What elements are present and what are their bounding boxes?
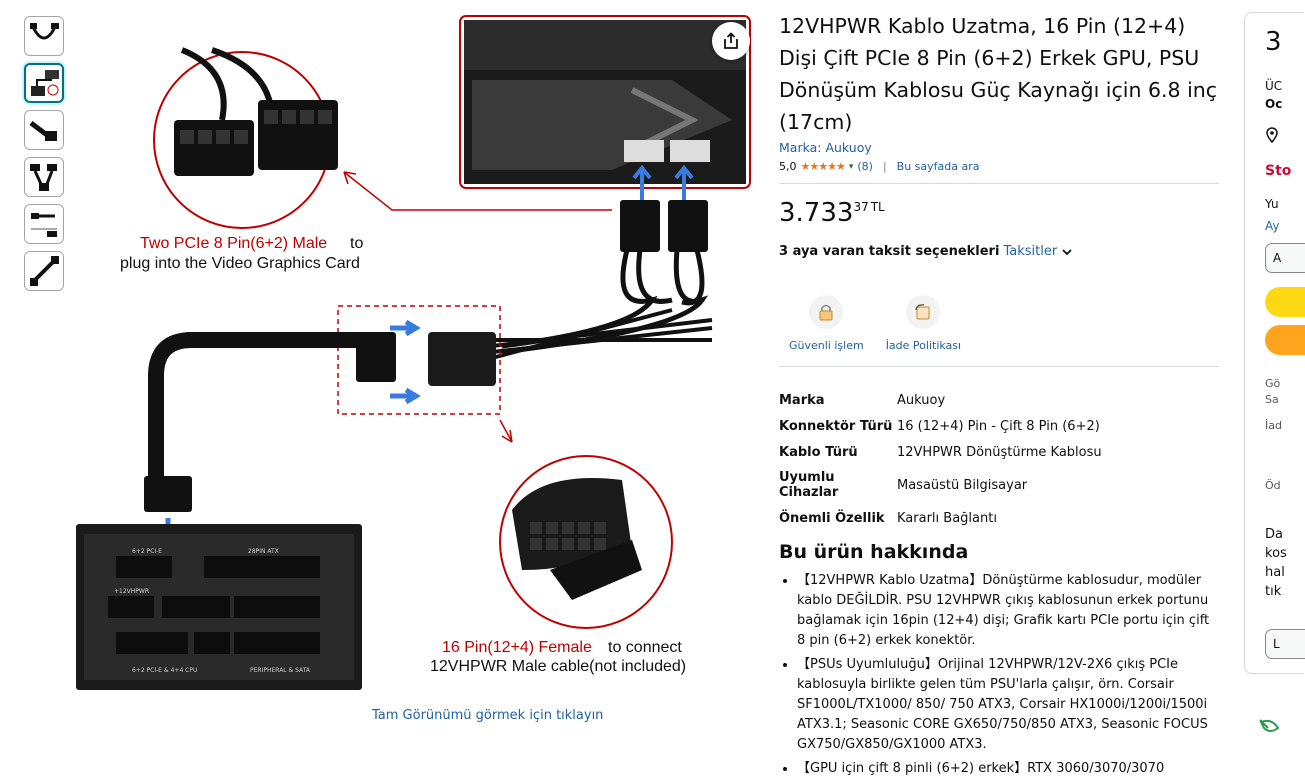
installment-text: 3 aya varan taksit seçenekleri (779, 244, 1000, 259)
buybox-text-1: Da (1265, 527, 1283, 542)
spec-row: Uyumlu Cihazlar Masaüstü Bilgisayar (779, 465, 1102, 505)
chevron-down-icon[interactable] (1061, 246, 1073, 258)
product-title: 12VHPWR Kablo Uzatma, 16 Pin (12+4) Dişi… (779, 14, 1218, 134)
spec-key: Önemli Özellik (779, 510, 885, 526)
buybox-info-4: Öd (1265, 479, 1281, 492)
dimension-thumb-icon (31, 213, 57, 237)
spec-value: Aukuoy (897, 392, 946, 408)
thumbnail-4[interactable] (24, 157, 64, 197)
price-currency: TL (870, 200, 885, 214)
list-select[interactable]: L (1265, 629, 1305, 659)
caption-top-line2: plug into the Video Graphics Card (120, 255, 360, 272)
caption-top-to: to (350, 235, 363, 252)
psu-label-12vhpwr: +12VHPWR (114, 588, 149, 595)
buybox-text-4: tık (1265, 584, 1282, 599)
location-icon[interactable] (1265, 127, 1279, 146)
buybox-line2: Oc (1265, 97, 1283, 111)
list-item: 【PSUs Uyumluluğu】Orijinal 12VHPWR/12V-2X… (797, 655, 1219, 755)
price-fraction: 37 (853, 200, 869, 214)
buybox-price: 3 (1265, 27, 1282, 57)
diagram-thumb-icon (31, 70, 59, 96)
psu-label-atx: 28PIN ATX (248, 548, 279, 555)
search-page-link[interactable]: Bu sayfada ara (896, 160, 980, 173)
list-item: 【12VHPWR Kablo Uzatma】Dönüştürme kablosu… (797, 571, 1219, 651)
spec-value: 12VHPWR Dönüştürme Kablosu (897, 444, 1102, 460)
spec-row: Marka Aukuoy (779, 387, 1102, 413)
divider: | (882, 160, 887, 173)
product-info: 12VHPWR Kablo Uzatma, 16 Pin (12+4) Dişi… (779, 10, 1219, 783)
thumbnail-1[interactable] (24, 16, 64, 56)
price: 3.733 37 TL (779, 198, 1219, 228)
badge-return-policy[interactable]: İade Politikası (886, 295, 961, 352)
thumbnail-6[interactable] (24, 251, 64, 291)
installment-row: 3 aya varan taksit seçenekleri Taksitler (779, 244, 1219, 259)
lock-icon (809, 295, 844, 329)
list-item: 【GPU için çift 8 pinli (6+2) erkek】RTX 3… (797, 759, 1219, 779)
full-view-link[interactable]: Tam Görünümü görmek için tıklayın (372, 708, 604, 723)
spec-key: Kablo Türü (779, 444, 858, 460)
rating-count-link[interactable]: (8) (857, 160, 873, 173)
buybox-info-3: İad (1265, 419, 1282, 432)
badge-label: Güvenli işlem (789, 339, 864, 352)
rating-row: 5,0 ★★★★★ ▾ (8) | Bu sayfada ara (779, 160, 1219, 173)
connector-thumb-icon (29, 121, 57, 141)
product-illustration: 6+2 PCI-E 28PIN ATX +12VHPWR 6+2 PCI-E &… (76, 15, 751, 690)
main-product-image[interactable]: 6+2 PCI-E 28PIN ATX +12VHPWR 6+2 PCI-E &… (72, 10, 762, 723)
buybox-text-2: kos (1265, 546, 1287, 561)
cable-diag-thumb-icon (30, 256, 59, 286)
caption-bottom-line2: 12VHPWR Male cable(not included) (430, 658, 686, 675)
psu-label-cpu: 6+2 PCI-E & 4+4 CPU (132, 667, 197, 674)
thumbnail-2[interactable] (24, 63, 64, 103)
cable-thumb-icon (30, 23, 59, 40)
share-button[interactable] (712, 22, 750, 60)
caption-bottom-to: to connect (608, 639, 682, 656)
installment-link[interactable]: Taksitler (1003, 244, 1058, 259)
buybox-info-2: Sa (1265, 393, 1279, 406)
spec-key: Konnektör Türü (779, 418, 893, 434)
spec-value: Kararlı Bağlantı (897, 510, 997, 526)
thumbnail-3[interactable] (24, 110, 64, 150)
spec-key: Uyumlu Cihazlar (779, 470, 839, 500)
caption-bottom-red: 16 Pin(12+4) Female (442, 639, 592, 656)
thumbnail-5[interactable] (24, 204, 64, 244)
badge-secure-transaction[interactable]: Güvenli işlem (789, 295, 864, 352)
spec-row: Önemli Özellik Kararlı Bağlantı (779, 505, 1102, 531)
thumbnail-strip (24, 16, 66, 298)
about-list: 【12VHPWR Kablo Uzatma】Dönüştürme kablosu… (779, 571, 1219, 779)
add-to-cart-button[interactable] (1265, 287, 1305, 317)
quantity-select[interactable]: A (1265, 243, 1305, 273)
badge-label: İade Politikası (885, 339, 962, 352)
about-heading: Bu ürün hakkında (779, 541, 969, 563)
return-icon (906, 295, 941, 329)
buy-now-button[interactable] (1265, 325, 1305, 355)
chevron-down-icon[interactable]: ▾ (848, 161, 854, 172)
trust-badges: Güvenli işlem İade Politikası (779, 295, 1219, 352)
stock-status: Sto (1265, 163, 1292, 179)
quantity-label: Yu (1265, 197, 1279, 211)
leaf-icon (1258, 716, 1282, 744)
buybox-info-1: Gö (1265, 377, 1281, 390)
divider (779, 183, 1219, 184)
share-icon (724, 32, 738, 49)
caption-top-red: Two PCIe 8 Pin(6+2) Male (140, 235, 327, 252)
price-whole: 3.733 (779, 198, 854, 228)
spec-value: 16 (12+4) Pin - Çift 8 Pin (6+2) (897, 418, 1100, 434)
buybox-line1: ÜC (1265, 79, 1283, 93)
spec-row: Kablo Türü 12VHPWR Dönüştürme Kablosu (779, 439, 1102, 465)
psu-label-pcie: 6+2 PCI-E (132, 548, 162, 555)
spec-value: Masaüstü Bilgisayar (897, 477, 1028, 493)
psu-label-peripheral: PERIPHERAL & SATA (250, 667, 311, 674)
buy-box: 3 ÜC Oc Sto Yu Ay A Gö Sa İad Öd Da kos … (1244, 12, 1305, 674)
rating-value: 5,0 (779, 160, 797, 173)
divider (779, 366, 1219, 367)
cable-pair-thumb-icon (30, 164, 57, 191)
star-rating-icon[interactable]: ★★★★★ (800, 160, 846, 173)
brand-link[interactable]: Marka: Aukuoy (779, 140, 872, 155)
spec-key: Marka (779, 392, 825, 408)
quantity-link[interactable]: Ay (1265, 219, 1280, 233)
buybox-text-3: hal (1265, 565, 1285, 580)
